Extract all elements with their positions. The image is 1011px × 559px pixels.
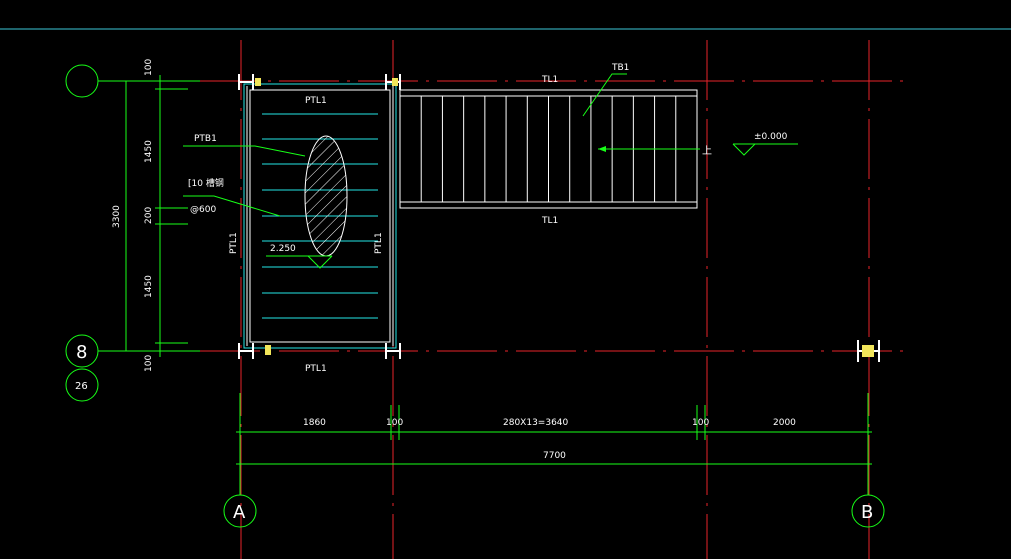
dim-h-2: 100 [386, 418, 403, 428]
dim-h-3: 280X13=3640 [503, 418, 569, 428]
dim-v-top: 100 [144, 59, 154, 76]
label-ptl1-top: PTL1 [305, 96, 327, 106]
section-hatch-ellipse [304, 135, 348, 257]
col-axis-b-label: B [861, 502, 873, 523]
dim-h-1: 1860 [303, 418, 326, 428]
dim-v-mid: 200 [144, 207, 154, 224]
column-fill [255, 78, 874, 357]
col-axis-b-bubble: B [851, 470, 885, 528]
horizontal-dimensions [236, 393, 872, 470]
label-steel-spec: [10 槽钢 [188, 177, 224, 189]
landing-steel-lines [262, 113, 378, 319]
dim-v-total: 3300 [112, 205, 122, 228]
axis-grid-lines [200, 40, 910, 559]
elevation-ground-label: ±0.000 [754, 132, 788, 142]
label-ptl1-right: PTL1 [374, 232, 384, 254]
label-tl1-top: TL1 [541, 75, 558, 85]
label-spacing: @600 [190, 205, 216, 215]
dim-h-5: 2000 [773, 418, 796, 428]
label-tb1: TB1 [611, 63, 629, 73]
dim-h-4: 100 [692, 418, 709, 428]
elevation-ground-symbol [732, 143, 798, 156]
up-mark-label: 上 [702, 145, 712, 157]
leader-lines [183, 73, 627, 217]
row-axis-bottom-sublabel: 26 [75, 381, 88, 392]
landing-frame [243, 83, 397, 349]
label-ptl1-bottom: PTL1 [305, 364, 327, 374]
label-ptb1: PTB1 [194, 134, 217, 144]
label-tl1-bottom: TL1 [541, 216, 558, 226]
row-axis-top-bubble [65, 64, 128, 98]
dim-v-bottom: 100 [144, 355, 154, 372]
col-axis-a-label: A [233, 502, 246, 523]
vertical-dimensions [120, 75, 200, 357]
dim-v-upper: 1450 [144, 140, 154, 163]
row-axis-bottom-label: 8 [76, 342, 87, 363]
elevation-landing-label: 2.250 [270, 244, 296, 254]
dim-v-lower: 1450 [144, 275, 154, 298]
col-axis-a-bubble: A [223, 470, 257, 528]
row-axis-bottom-bubble: 8 26 [65, 334, 128, 402]
dim-h-total: 7700 [543, 451, 566, 461]
label-ptl1-left: PTL1 [229, 232, 239, 254]
up-arrow [598, 146, 700, 152]
elevation-landing-symbol [266, 255, 333, 269]
